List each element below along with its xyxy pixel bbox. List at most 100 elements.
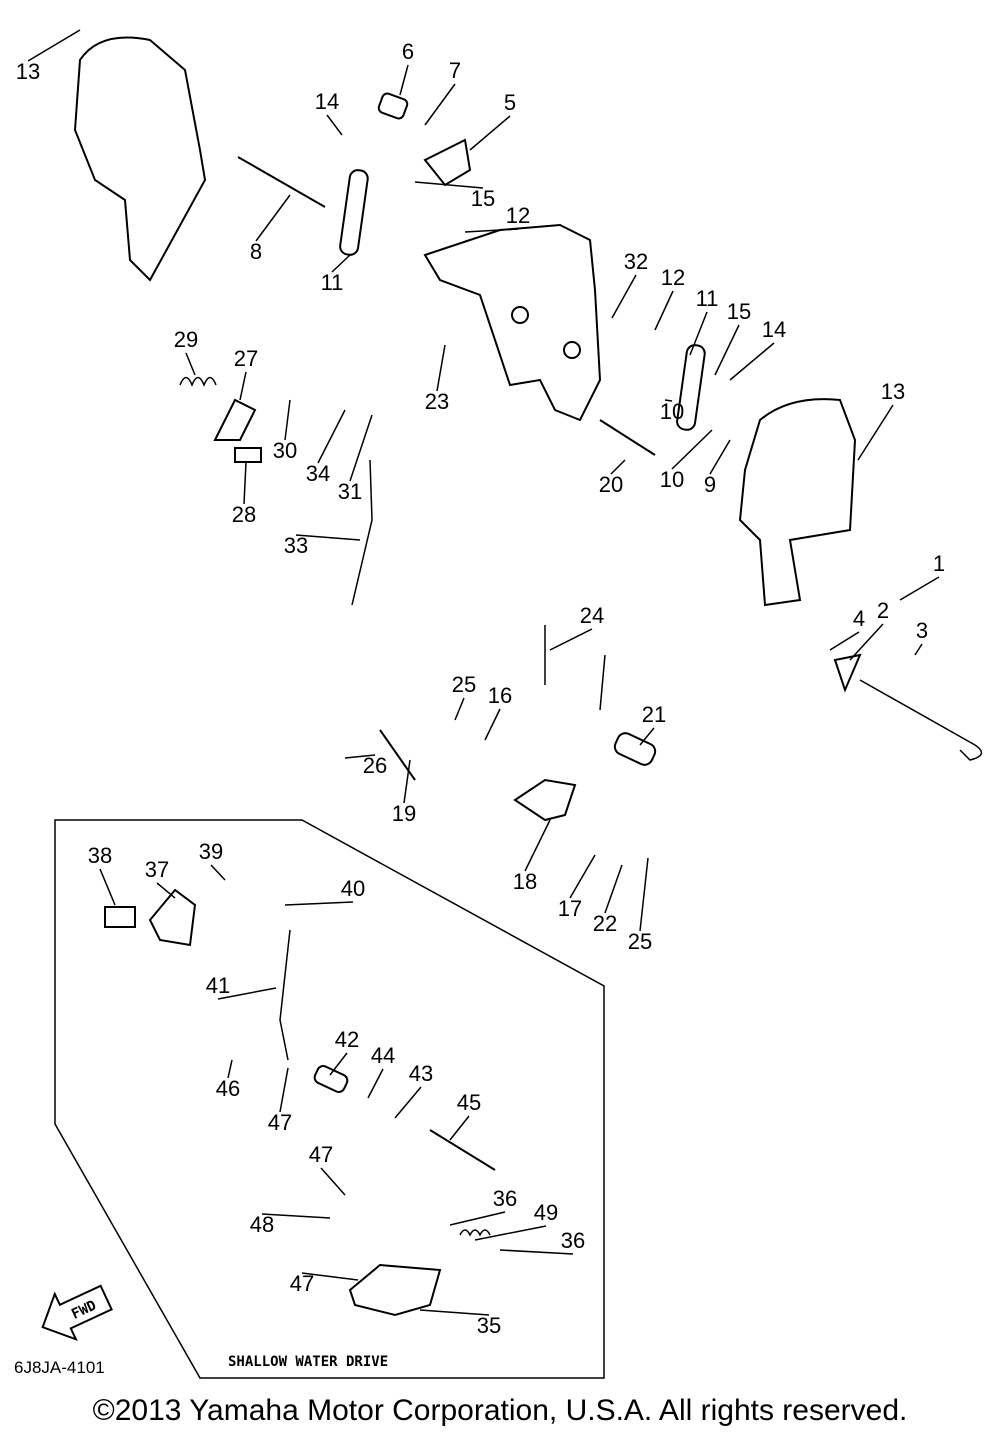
- leader-line-11: [689, 311, 708, 356]
- plate-11-right: [676, 344, 706, 431]
- callout-27: 27: [234, 346, 258, 371]
- leader-line-47: [320, 1167, 346, 1196]
- callout-11: 11: [321, 270, 344, 295]
- callout-47: 47: [309, 1142, 333, 1167]
- callout-5: 5: [504, 90, 516, 115]
- leader-line-13: [857, 404, 894, 461]
- leader-line-43: [394, 1086, 422, 1119]
- right-clamp-bracket: [738, 398, 857, 607]
- callout-11: 11: [696, 286, 719, 311]
- leader-line-31: [349, 414, 373, 482]
- callout-12: 12: [506, 203, 530, 228]
- left-clamp-bracket: [73, 36, 207, 282]
- callout-30: 30: [273, 438, 297, 463]
- pin-6: [377, 92, 409, 120]
- rod-41: [279, 929, 291, 1061]
- leader-line-15: [414, 181, 484, 189]
- leader-line-46: [227, 1059, 233, 1079]
- callout-40: 40: [341, 876, 365, 901]
- leader-line-6: [399, 64, 409, 96]
- leader-line-1: [899, 576, 940, 601]
- callout-36: 36: [493, 1186, 517, 1211]
- callout-10: 10: [660, 467, 684, 492]
- callout-15: 15: [727, 299, 751, 324]
- callout-19: 19: [392, 801, 416, 826]
- callout-15: 15: [471, 186, 495, 211]
- leader-line-5: [469, 115, 511, 151]
- leader-line-3: [914, 643, 923, 656]
- callout-38: 38: [88, 843, 112, 868]
- leader-line-22: [604, 864, 623, 914]
- cam-42: [313, 1065, 349, 1093]
- drawing-code: 6J8JA-4101: [14, 1358, 105, 1377]
- leader-line-28: [243, 461, 247, 505]
- leader-line-42: [329, 1052, 348, 1076]
- lever-5: [423, 138, 472, 187]
- leader-line-20: [610, 459, 626, 475]
- callout-42: 42: [335, 1027, 359, 1052]
- shaft-45: [429, 1129, 496, 1171]
- leader-line-40: [284, 901, 354, 906]
- leader-line-29: [185, 352, 196, 376]
- shaft-19: [379, 729, 416, 781]
- callout-45: 45: [457, 1090, 481, 1115]
- lever-35: [348, 1263, 442, 1317]
- callout-16: 16: [488, 683, 512, 708]
- callout-20: 20: [599, 472, 623, 497]
- callout-25: 25: [628, 929, 652, 954]
- leader-line-14: [326, 114, 343, 136]
- leader-line-41: [217, 987, 277, 1000]
- callout-35: 35: [477, 1313, 501, 1338]
- leader-line-27: [239, 371, 247, 401]
- leader-line-9: [709, 439, 731, 475]
- leader-line-26: [344, 754, 376, 759]
- leader-line-14: [729, 342, 775, 381]
- leader-line-25: [639, 857, 649, 932]
- callout-49: 49: [534, 1200, 558, 1225]
- leader-line-30: [284, 399, 291, 441]
- leader-lines: [27, 29, 940, 1316]
- callout-47: 47: [268, 1110, 292, 1135]
- swivel-hole: [511, 306, 529, 324]
- leader-line-37: [156, 882, 176, 899]
- leader-line-34: [317, 409, 346, 464]
- leader-line-36: [499, 1249, 574, 1255]
- callout-12: 12: [661, 265, 685, 290]
- leader-line-16: [484, 708, 501, 741]
- callout-1: 1: [933, 551, 945, 576]
- leader-line-33: [295, 534, 361, 541]
- callout-7: 7: [449, 58, 461, 83]
- leader-line-24: [549, 628, 593, 651]
- leader-line-10: [664, 399, 673, 402]
- rod-1: [859, 679, 983, 761]
- leader-line-13: [27, 29, 81, 62]
- shallow-water-drive-inset-border: [54, 819, 605, 1379]
- spring-29: [179, 376, 217, 388]
- shaft-20: [599, 419, 656, 456]
- callout-36: 36: [561, 1228, 585, 1253]
- callout-22: 22: [593, 911, 617, 936]
- lever-37: [148, 888, 197, 947]
- callout-18: 18: [513, 869, 537, 894]
- leader-line-45: [449, 1115, 470, 1141]
- leader-line-23: [436, 344, 446, 392]
- callout-31: 31: [338, 479, 362, 504]
- callout-29: 29: [174, 327, 198, 352]
- callout-41: 41: [206, 973, 230, 998]
- lever-27: [213, 398, 257, 441]
- leader-line-47: [279, 1067, 289, 1113]
- leader-line-44: [367, 1068, 384, 1099]
- plate-2: [833, 653, 862, 693]
- copyright-notice: ©2013 Yamaha Motor Corporation, U.S.A. A…: [92, 1394, 908, 1427]
- callout-24: 24: [580, 603, 604, 628]
- leader-line-12: [464, 228, 519, 233]
- callout-33: 33: [284, 533, 308, 558]
- callout-39: 39: [199, 839, 223, 864]
- leader-line-35: [419, 1309, 490, 1316]
- callout-3: 3: [916, 618, 928, 643]
- callout-28: 28: [232, 502, 256, 527]
- springs-24: [544, 625, 606, 711]
- callout-13: 13: [881, 379, 905, 404]
